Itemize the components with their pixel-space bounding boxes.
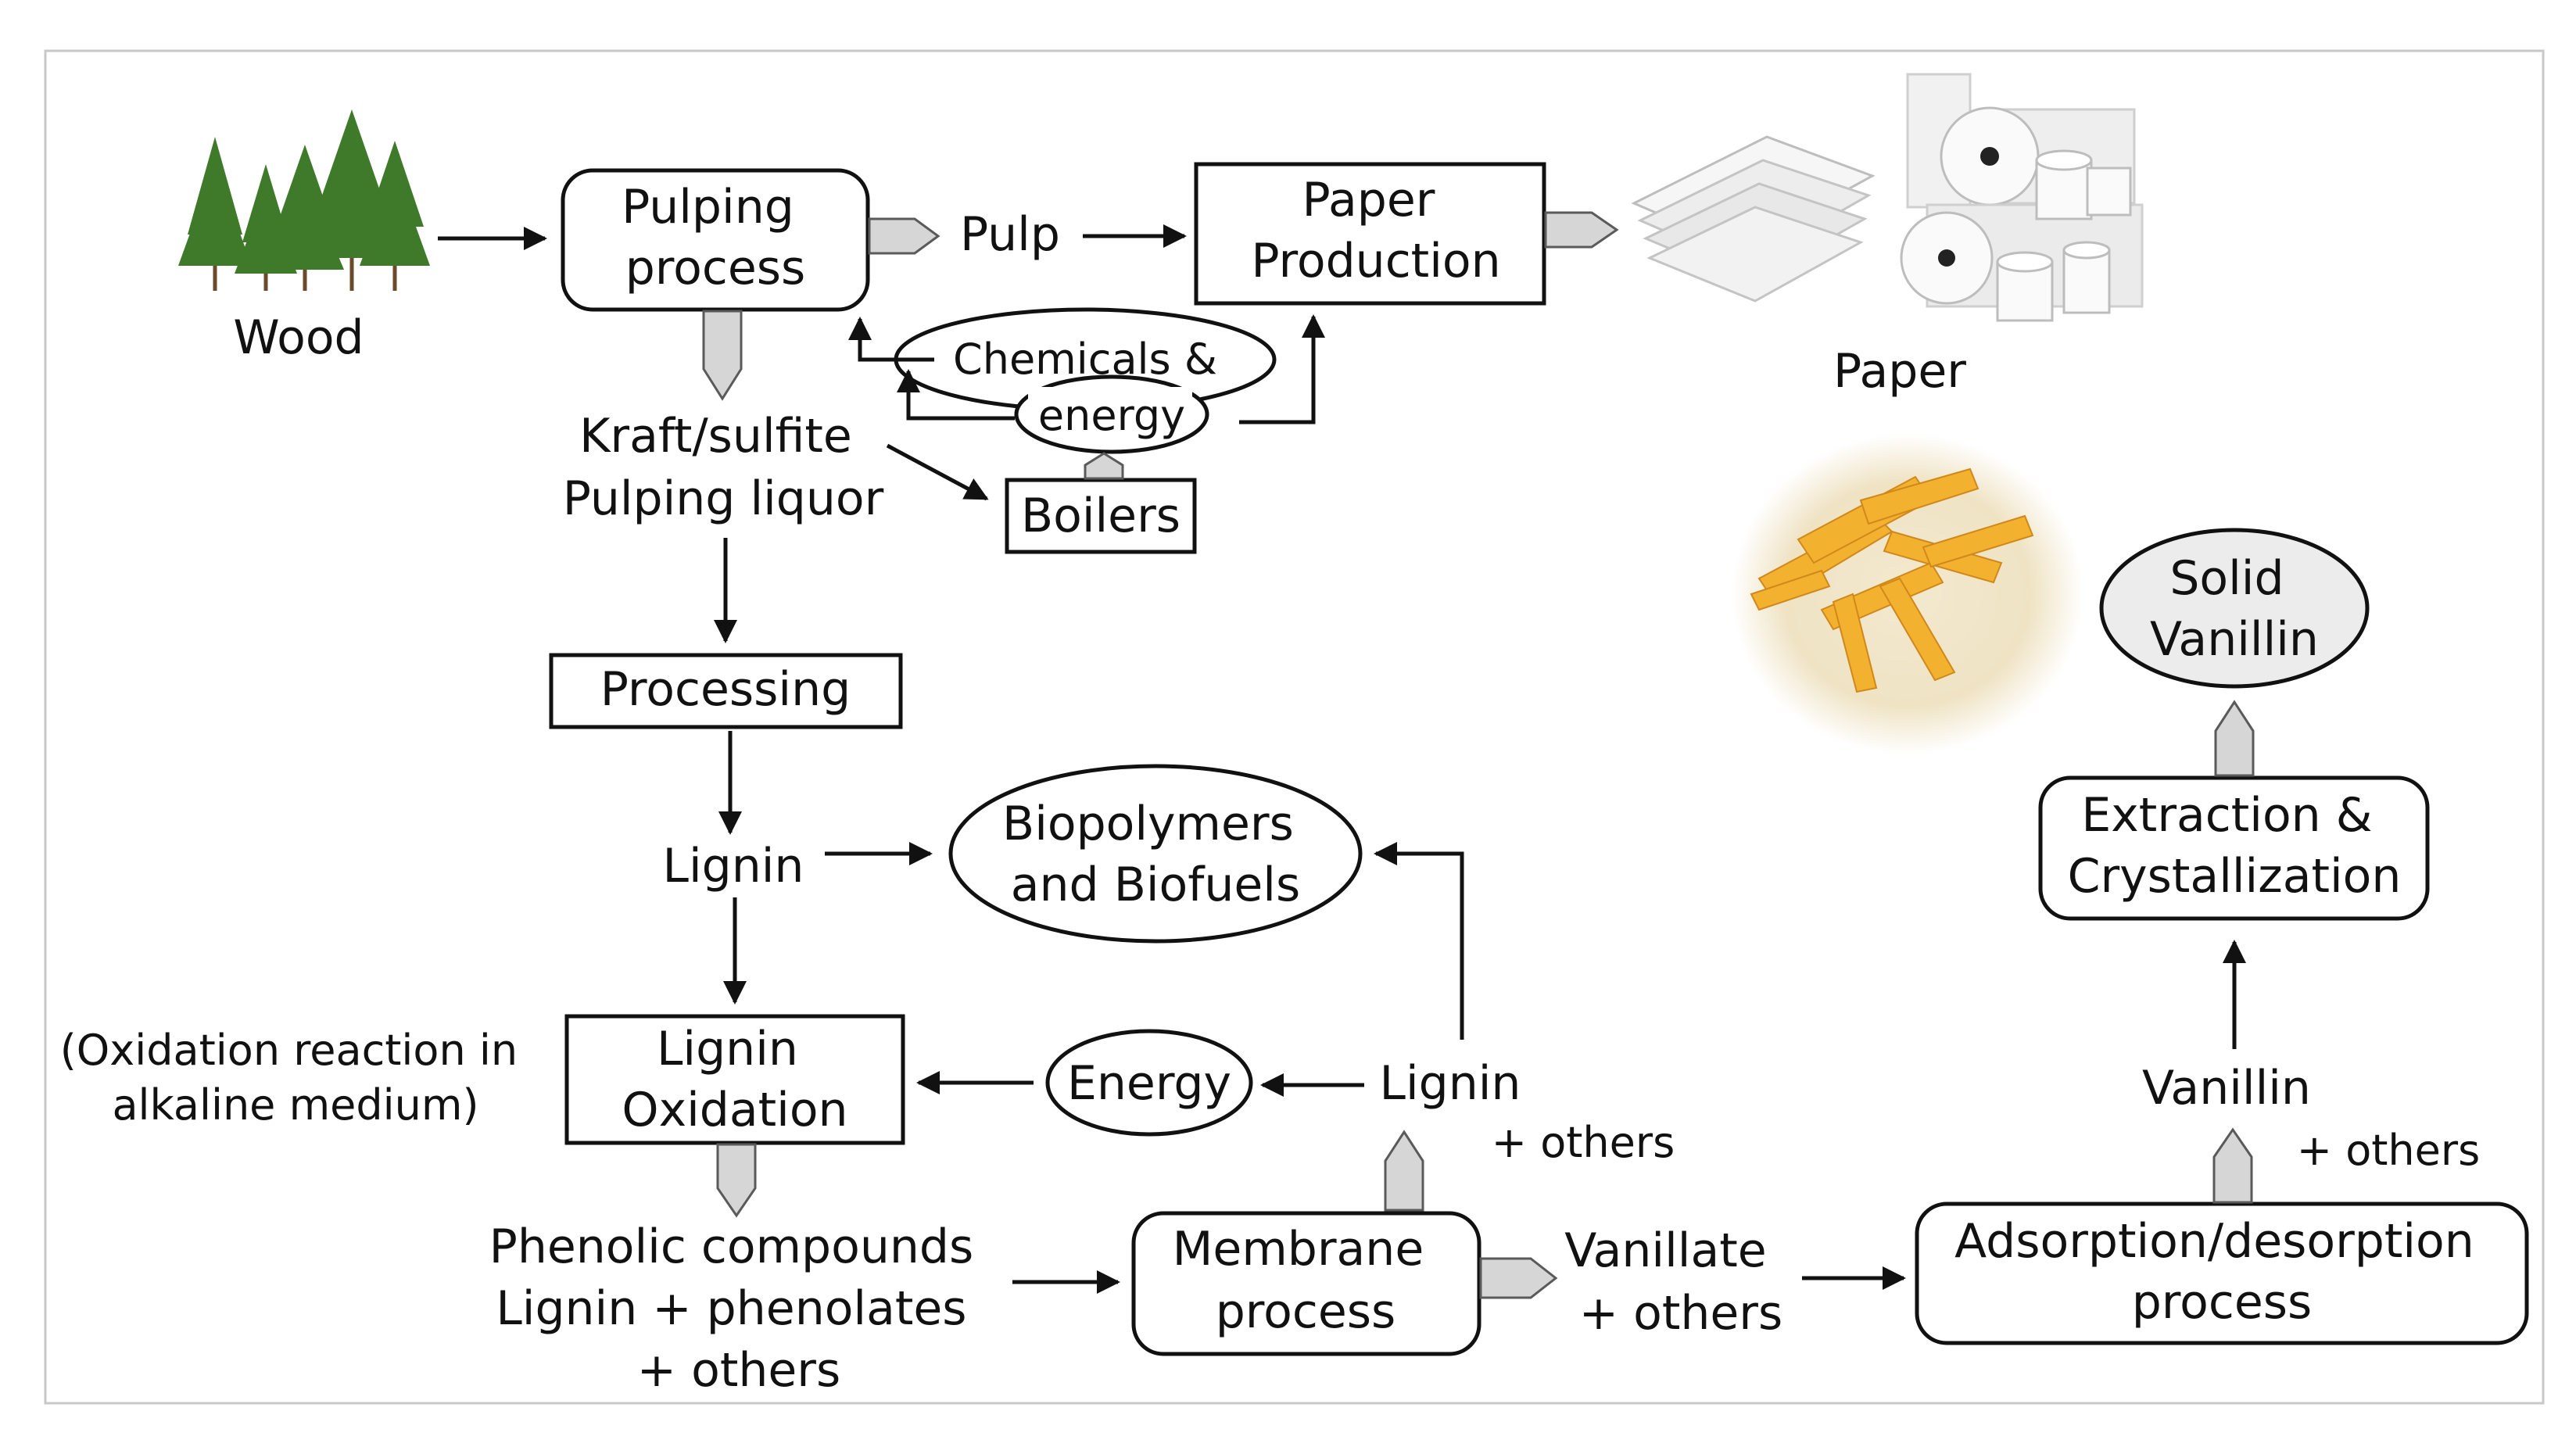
paper-rolls-icon [1900,73,2144,322]
pulp-label: Pulp [960,207,1060,262]
fat-arrow-pulping-pulp [868,217,940,255]
boilers-box [1005,478,1197,554]
liquor-label: Kraft/sulfite Pulping liquor [563,409,884,526]
vanillate-label: Vanillate + others [1564,1223,1782,1341]
figure-frame [44,49,2545,1405]
fat-arrow-paper-production-out [1544,211,1619,249]
arrow-energy-pulping [897,369,1015,421]
adsorption-box [1915,1202,2529,1345]
arrow-lignin-right-biopolymers [1374,842,1464,1040]
energy-mid-label: Energy [1067,1056,1231,1111]
fat-arrow-adsorption-vanillin [2212,1127,2253,1204]
pulping-process-label: Pulping process [622,180,809,295]
processing-box [549,653,903,729]
phenolic-label: Phenolic compounds Lignin + phenolates +… [489,1219,989,1398]
fat-arrow-membrane-vanillate [1479,1257,1558,1299]
lignin-oxidation-label: Lignin Oxidation [622,1022,847,1137]
arrow-energy-paper-production [1239,314,1325,424]
arrow-liquor-boilers [886,443,989,501]
oxidation-note: (Oxidation reaction in alkaline medium) [60,1026,532,1130]
paper-production-box [1194,162,1546,306]
solid-vanillin-label: Solid Vanillin [2150,551,2319,667]
paper-production-label: Paper Production [1251,173,1500,288]
solid-vanillin-ellipse [2099,528,2370,689]
chemicals-label: Chemicals & [953,335,1217,384]
paper-sheets-icon [1631,135,1876,303]
fat-arrow-boilers-energy [1084,452,1124,480]
vanillin-crystals-icon [1732,434,2083,754]
boilers-label: Boilers [1021,489,1181,543]
wood-label: Wood [233,310,364,365]
fat-arrow-pulping-liquor [702,310,743,401]
pulping-process-box [561,168,870,312]
paper-label: Paper [1833,344,1966,399]
biopolymers-ellipse [948,764,1363,944]
lignin-oxidation-box [564,1014,905,1145]
lignin-mid-label: Lignin [663,839,804,894]
extraction-label: Extraction & Crystallization [2068,788,2402,904]
lignin-right-label: Lignin [1380,1056,1521,1111]
membrane-process-box [1131,1211,1481,1356]
vanillin-others-label: + others [2297,1126,2480,1175]
vanillin-label: Vanillin [2142,1061,2311,1116]
ellipse-overlap-mask [1028,387,1192,404]
fat-arrow-membrane-lignin [1384,1130,1424,1212]
energy-top-label: energy [1038,391,1185,440]
extraction-box [2038,775,2430,921]
fat-arrow-extraction-solid [2214,700,2255,777]
fat-arrow-oxidation-phenolic [716,1143,757,1218]
membrane-process-label: Membrane process [1173,1222,1439,1339]
processing-label: Processing [600,662,851,717]
energy-mid-ellipse [1045,1029,1253,1137]
arrow-chemicals-pulping [848,317,934,362]
tree-icon [178,109,430,291]
biopolymers-label: Biopolymers and Biofuels [1002,797,1309,912]
adsorption-label: Adsorption/desorption process [1954,1214,2489,1330]
lignin-others-label: + others [1492,1118,1675,1167]
